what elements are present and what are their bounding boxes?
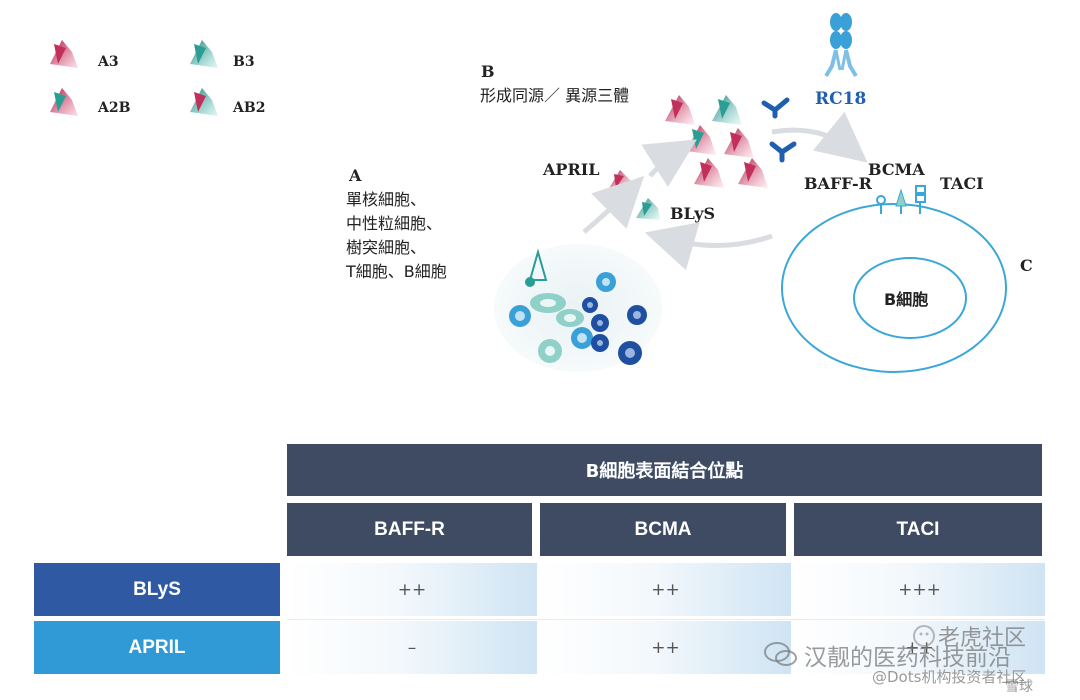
section-a-line: 單核細胞、	[346, 190, 427, 209]
blys-label: BLyS	[670, 204, 716, 223]
bcma-label: BCMA	[868, 160, 925, 179]
section-a-line: 中性粒細胞、	[346, 214, 443, 233]
table-cell: ++	[794, 621, 1045, 674]
row-header-april: APRIL	[34, 621, 280, 674]
watermark-brand: 雪球	[1005, 679, 1033, 695]
section-c-letter: C	[1020, 256, 1033, 275]
table-cell: ++	[287, 563, 537, 616]
section-a-line: T細胞、B細胞	[346, 262, 447, 281]
column-header-baff-r: BAFF-R	[287, 503, 532, 556]
column-header-taci: TACI	[794, 503, 1042, 556]
arrow-up-2	[641, 139, 697, 188]
legend-label-ab2: AB2	[233, 100, 266, 116]
watermark-channel: 汉靓的医药科技前沿	[804, 645, 1011, 671]
table-cell: +++	[794, 563, 1045, 616]
blys-trimer-icon	[636, 198, 660, 220]
watermark-community: 老虎社区	[938, 626, 1027, 651]
section-b-letter: B	[481, 62, 495, 81]
mechanism-diagram	[494, 13, 1007, 373]
taci-label: TACI	[940, 174, 984, 193]
table-cell: –	[287, 621, 537, 674]
section-a-cell-list: 單核細胞、 中性粒細胞、 樹突細胞、 T細胞、B細胞	[346, 188, 447, 284]
arrow-feedback	[644, 222, 773, 271]
arrow-up-1	[582, 175, 645, 234]
section-a-letter: A	[349, 166, 362, 185]
taci-receptor-icon	[915, 185, 926, 214]
ab2-trimer-icon	[190, 88, 218, 116]
arrow-to-receptors	[771, 111, 868, 163]
immune-cells-cluster	[494, 244, 662, 372]
table-title: B細胞表面結合位點	[287, 444, 1042, 496]
row-header-blys: BLyS	[34, 563, 280, 616]
watermark-handle: @Dots机构投资者社区	[872, 668, 1027, 686]
baff-r-receptor-icon	[876, 195, 886, 214]
legend-label-a2b: A2B	[98, 100, 131, 116]
row-divider	[287, 619, 1045, 620]
legend-label-b3: B3	[233, 54, 255, 70]
section-b-caption: 形成同源／ 異源三體	[480, 86, 630, 105]
trimer-cluster	[665, 95, 768, 188]
rc18-fusion-protein-icon	[824, 13, 858, 78]
column-header-bcma: BCMA	[540, 503, 786, 556]
section-a-line: 樹突細胞、	[346, 238, 427, 257]
legend-label-a3: A3	[98, 54, 119, 70]
baff-r-label: BAFF-R	[804, 174, 872, 193]
rc18-label: RC18	[815, 89, 867, 109]
table-cell: ++	[540, 563, 791, 616]
b-cell-label: B細胞	[884, 290, 929, 309]
a3-trimer-icon	[50, 40, 78, 68]
table-cell: ++	[540, 621, 791, 674]
tiger-icon	[913, 625, 935, 647]
a2b-trimer-icon	[50, 88, 78, 116]
april-label: APRIL	[543, 160, 600, 179]
b3-trimer-icon	[190, 40, 218, 68]
antibody-icon	[761, 97, 797, 163]
b-cell	[781, 203, 1007, 373]
wechat-icon	[764, 642, 797, 666]
bcma-receptor-icon	[895, 188, 907, 214]
